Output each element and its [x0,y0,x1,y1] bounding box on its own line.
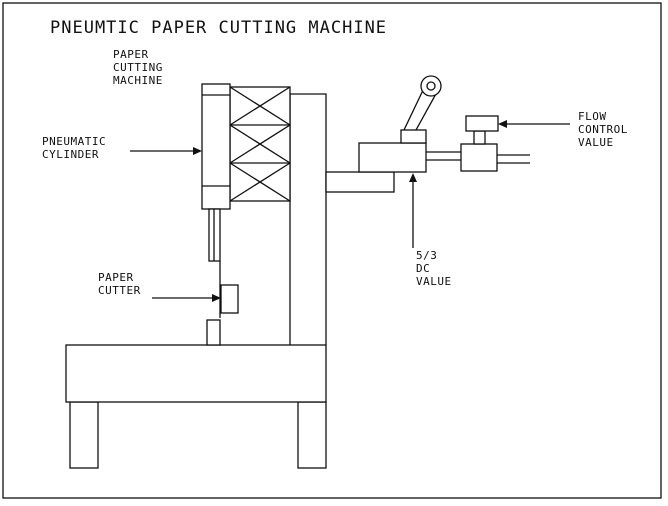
svg-text:CONTROL: CONTROL [578,123,628,136]
label-paper-cutter: PAPER CUTTER [98,271,141,297]
pipe-dc-to-flow [426,151,461,161]
svg-text:CUTTING: CUTTING [113,61,163,74]
arrow-dc-valve [409,173,417,248]
anvil-block [206,319,221,346]
svg-text:PAPER: PAPER [98,271,134,284]
connecting-bar [325,171,395,193]
base-table [65,344,327,403]
arrow-paper-cutter [152,294,221,302]
svg-text:VALUE: VALUE [416,275,452,288]
diagram-border [2,2,662,499]
valve-lever [403,75,442,131]
left-leg [69,401,99,469]
svg-text:VALUE: VALUE [578,136,614,149]
cutting-block [229,86,291,202]
svg-text:5/3: 5/3 [416,249,437,262]
dc-valve [358,129,427,173]
piston-rod [208,208,221,318]
arrow-pneumatic-cylinder [130,147,202,155]
label-flow-control-valve: FLOW CONTROL VALUE [578,110,628,149]
arrow-flow-control-valve [498,120,570,128]
label-paper-cutting-machine: PAPER CUTTING MACHINE [113,48,163,87]
pneumatic-cylinder [201,83,231,210]
diagram-title: PNEUMTIC PAPER CUTTING MACHINE [50,18,387,38]
machine-frame-column [289,93,327,345]
label-dc-valve: 5/3 DC VALUE [416,249,452,288]
right-leg [297,401,327,469]
svg-text:MACHINE: MACHINE [113,74,163,87]
svg-text:FLOW: FLOW [578,110,607,123]
flow-control-valve [460,115,499,172]
outlet-pipe [497,154,530,164]
svg-text:PAPER: PAPER [113,48,149,61]
svg-text:PNEUMATIC: PNEUMATIC [42,135,106,148]
svg-text:DC: DC [416,262,430,275]
svg-text:CUTTER: CUTTER [98,284,141,297]
svg-text:CYLINDER: CYLINDER [42,148,99,161]
label-pneumatic-cylinder: PNEUMATIC CYLINDER [42,135,106,161]
paper-cutter-blade [220,284,239,314]
